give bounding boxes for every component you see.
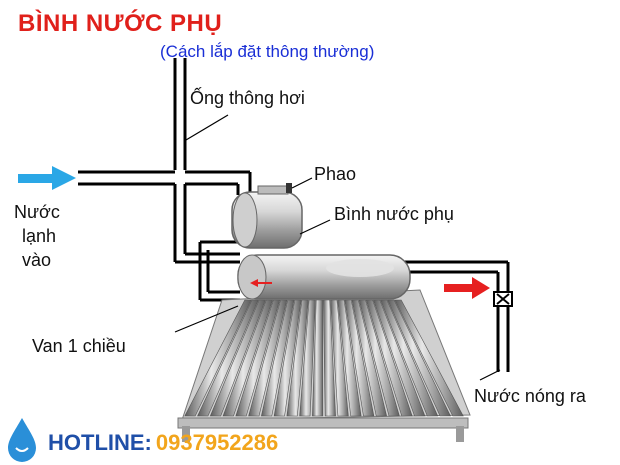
cold-in-label-line3: vào (22, 250, 52, 270)
aux-tank (231, 183, 303, 249)
vacuum-tube (330, 299, 349, 417)
cold-in-label-line2: lạnh (22, 226, 57, 246)
vacuum-tube (323, 299, 336, 417)
vacuum-tube (312, 299, 324, 417)
hotline: HOTLINE:0937952286 (48, 430, 278, 456)
vacuum-tube (358, 299, 400, 417)
vacuum-tube (394, 299, 464, 417)
vacuum-tube (286, 299, 309, 417)
vacuum-tube (365, 299, 413, 417)
diagram-title: BÌNH NƯỚC PHỤ (18, 10, 223, 37)
vacuum-tube (299, 299, 316, 417)
vacuum-tube (273, 299, 302, 417)
outlet-valve-icon (493, 291, 513, 307)
cold-in-arrow-icon (18, 166, 76, 190)
vacuum-tube (344, 299, 375, 417)
vacuum-tube (222, 299, 274, 417)
hotline-number: 0937952286 (155, 430, 279, 455)
hot-out-label: Nước nóng ra (474, 386, 586, 406)
vacuum-tube (235, 299, 281, 417)
vacuum-tube (260, 299, 295, 417)
hot-out-arrow-icon (444, 277, 490, 299)
vacuum-tube (351, 299, 388, 417)
diagram-subtitle: (Cách lắp đặt thông thường) (160, 42, 375, 61)
vacuum-tube (387, 299, 451, 417)
check-valve-label: Van 1 chiều (32, 336, 126, 356)
float-label: Phao (314, 164, 357, 184)
internal-flow-arrow-icon (250, 279, 272, 287)
hot-outlet-pipe (405, 260, 510, 372)
vacuum-tube (184, 299, 252, 417)
cold-in-label-line1: Nước (14, 202, 60, 222)
vacuum-tube (248, 299, 288, 417)
connector-pipes (173, 184, 240, 302)
vent-pipe (173, 58, 187, 170)
vacuum-tube (209, 299, 266, 417)
vent-pipe-label: Ống thông hơi (190, 88, 305, 108)
cold-inlet-pipe (78, 170, 252, 195)
vacuum-tube (197, 299, 259, 417)
vacuum-tube (380, 299, 439, 417)
hotline-label: HOTLINE: (48, 430, 152, 455)
water-drop-icon (8, 418, 36, 462)
vacuum-tube (372, 299, 426, 417)
main-tank (237, 254, 411, 300)
aux-tank-label: Bình nước phụ (334, 204, 454, 224)
leader-lines (174, 114, 501, 381)
vacuum-tubes (184, 299, 464, 417)
vacuum-tube (337, 299, 362, 417)
